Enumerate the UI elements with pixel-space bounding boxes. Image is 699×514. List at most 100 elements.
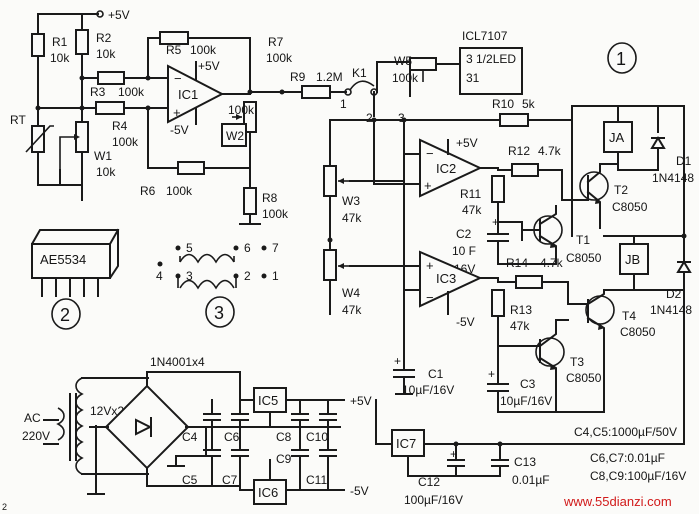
svg-text:W1: W1 [94,149,112,163]
svg-text:47k: 47k [462,203,482,217]
resistor-r12: R12 4.7k [497,144,589,201]
svg-text:5k: 5k [522,97,536,111]
module-ae5534: AE5534 [31,228,120,297]
svg-text:T3: T3 [570,355,584,369]
svg-text:D1: D1 [676,154,692,168]
pin-diagram: 5 6 7 4 3 2 1 [156,241,279,290]
svg-text:R4: R4 [112,119,128,133]
svg-text:RT: RT [10,113,26,127]
svg-text:+5V: +5V [456,136,478,150]
pot-w5: W5 100k [392,54,461,97]
svg-text:C3: C3 [520,377,536,391]
svg-text:R11: R11 [460,187,481,201]
svg-text:100k: 100k [190,43,217,57]
svg-text:+: + [492,215,499,229]
svg-text:5: 5 [186,241,193,255]
svg-text:-5V: -5V [170,123,189,137]
svg-text:100µF/16V: 100µF/16V [404,493,463,507]
regulator-ic5: IC5 [253,387,287,428]
cap-c6: C6 [224,399,249,444]
svg-text:IC3: IC3 [436,271,456,286]
svg-text:IC5: IC5 [258,393,278,408]
svg-text:4.7k: 4.7k [538,144,562,158]
svg-text:-5V: -5V [456,315,475,329]
svg-text:AC: AC [24,411,41,425]
svg-text:JB: JB [625,252,640,267]
svg-text:R14: R14 [506,256,528,270]
svg-text:10k: 10k [50,51,70,65]
svg-text:W2: W2 [226,129,244,143]
opamp-ic3: + − IC3 -5V [403,119,499,329]
svg-text:0.01µF: 0.01µF [512,473,550,487]
svg-text:R1: R1 [52,35,68,49]
svg-text:2: 2 [60,305,70,325]
svg-text:10 F: 10 F [452,244,476,258]
opamp-ic1: − + IC1 +5V -5V [167,59,251,137]
display-icl7107: 3 1/2LED 31 ICL7107 [459,29,523,95]
bridge-rectifier: 1N4001x4 [89,355,241,487]
svg-text:R2: R2 [96,31,112,45]
svg-text:10µF/16V: 10µF/16V [402,383,454,397]
diode-d1: D1 1N4148 [617,105,694,185]
marker-3: 3 [205,296,235,328]
svg-text:R3: R3 [90,85,106,99]
pot-w3: W3 47k [323,119,405,241]
svg-text:IC2: IC2 [436,161,456,176]
svg-text:3: 3 [214,303,224,323]
thermistor-rt: RT [10,113,54,153]
marker-1: 1 [607,42,637,74]
cap-c2: + C2 10 F 16V [452,215,557,276]
cap-c11: C11 [306,426,337,491]
svg-text:AE5534: AE5534 [40,252,86,267]
svg-text:IC1: IC1 [178,87,198,102]
resistor-r1: R1 10k [31,13,70,186]
svg-text:+: + [424,178,432,193]
svg-text:1.2M: 1.2M [316,70,343,84]
svg-text:10µF/16V: 10µF/16V [500,394,552,408]
svg-text:12Vx2: 12Vx2 [90,404,124,418]
svg-text:+: + [450,447,457,461]
svg-text:3 1/2LED: 3 1/2LED [466,52,516,66]
svg-text:T1: T1 [576,233,590,247]
pot-w4: W4 47k [323,237,421,317]
svg-text:C8050: C8050 [566,371,602,385]
svg-text:1: 1 [616,49,626,69]
svg-text:+: + [394,354,401,368]
svg-text:6: 6 [244,241,251,255]
cap-c1: + C1 10µF/16V [393,289,454,397]
svg-text:C1: C1 [428,367,444,381]
svg-text:100k: 100k [112,135,139,149]
svg-text:C4: C4 [182,430,198,444]
svg-text:3: 3 [186,269,193,283]
transistor-t3: T3 C8050 [525,319,602,413]
svg-text:100k: 100k [228,103,255,117]
cap-c3: + C3 10µF/16V [487,345,605,413]
svg-text:+5V: +5V [198,59,220,73]
svg-text:100k: 100k [266,51,293,65]
svg-text:47k: 47k [342,303,362,317]
svg-text:R9: R9 [290,70,306,84]
svg-text:C7: C7 [222,473,238,487]
transistor-t1: T1 C8050 [521,205,602,265]
svg-text:IC7: IC7 [396,436,416,451]
resistor-r14: R14 4.7k [497,256,589,305]
svg-text:C9: C9 [276,452,292,466]
svg-text:R10: R10 [492,97,514,111]
svg-text:R7: R7 [268,35,284,49]
resistor-r7: R7 100k [247,35,293,95]
relay-jb: JB [603,235,685,291]
resistor-r10: R10 5k [329,97,573,127]
svg-text:7: 7 [272,241,279,255]
transformer: 12Vx2 [69,377,149,495]
relay-ja: JA [603,105,633,171]
svg-text:W4: W4 [342,286,360,300]
resistor-r6: R6 100k [140,105,251,198]
svg-text:www.55dianzi.com: www.55dianzi.com [563,494,672,509]
svg-text:C8: C8 [276,430,292,444]
svg-text:C8,C9:100µF/16V: C8,C9:100µF/16V [590,469,686,483]
regulator-ic6: IC6 [253,459,287,505]
svg-text:C6: C6 [224,430,240,444]
svg-text:ICL7107: ICL7107 [462,29,508,43]
